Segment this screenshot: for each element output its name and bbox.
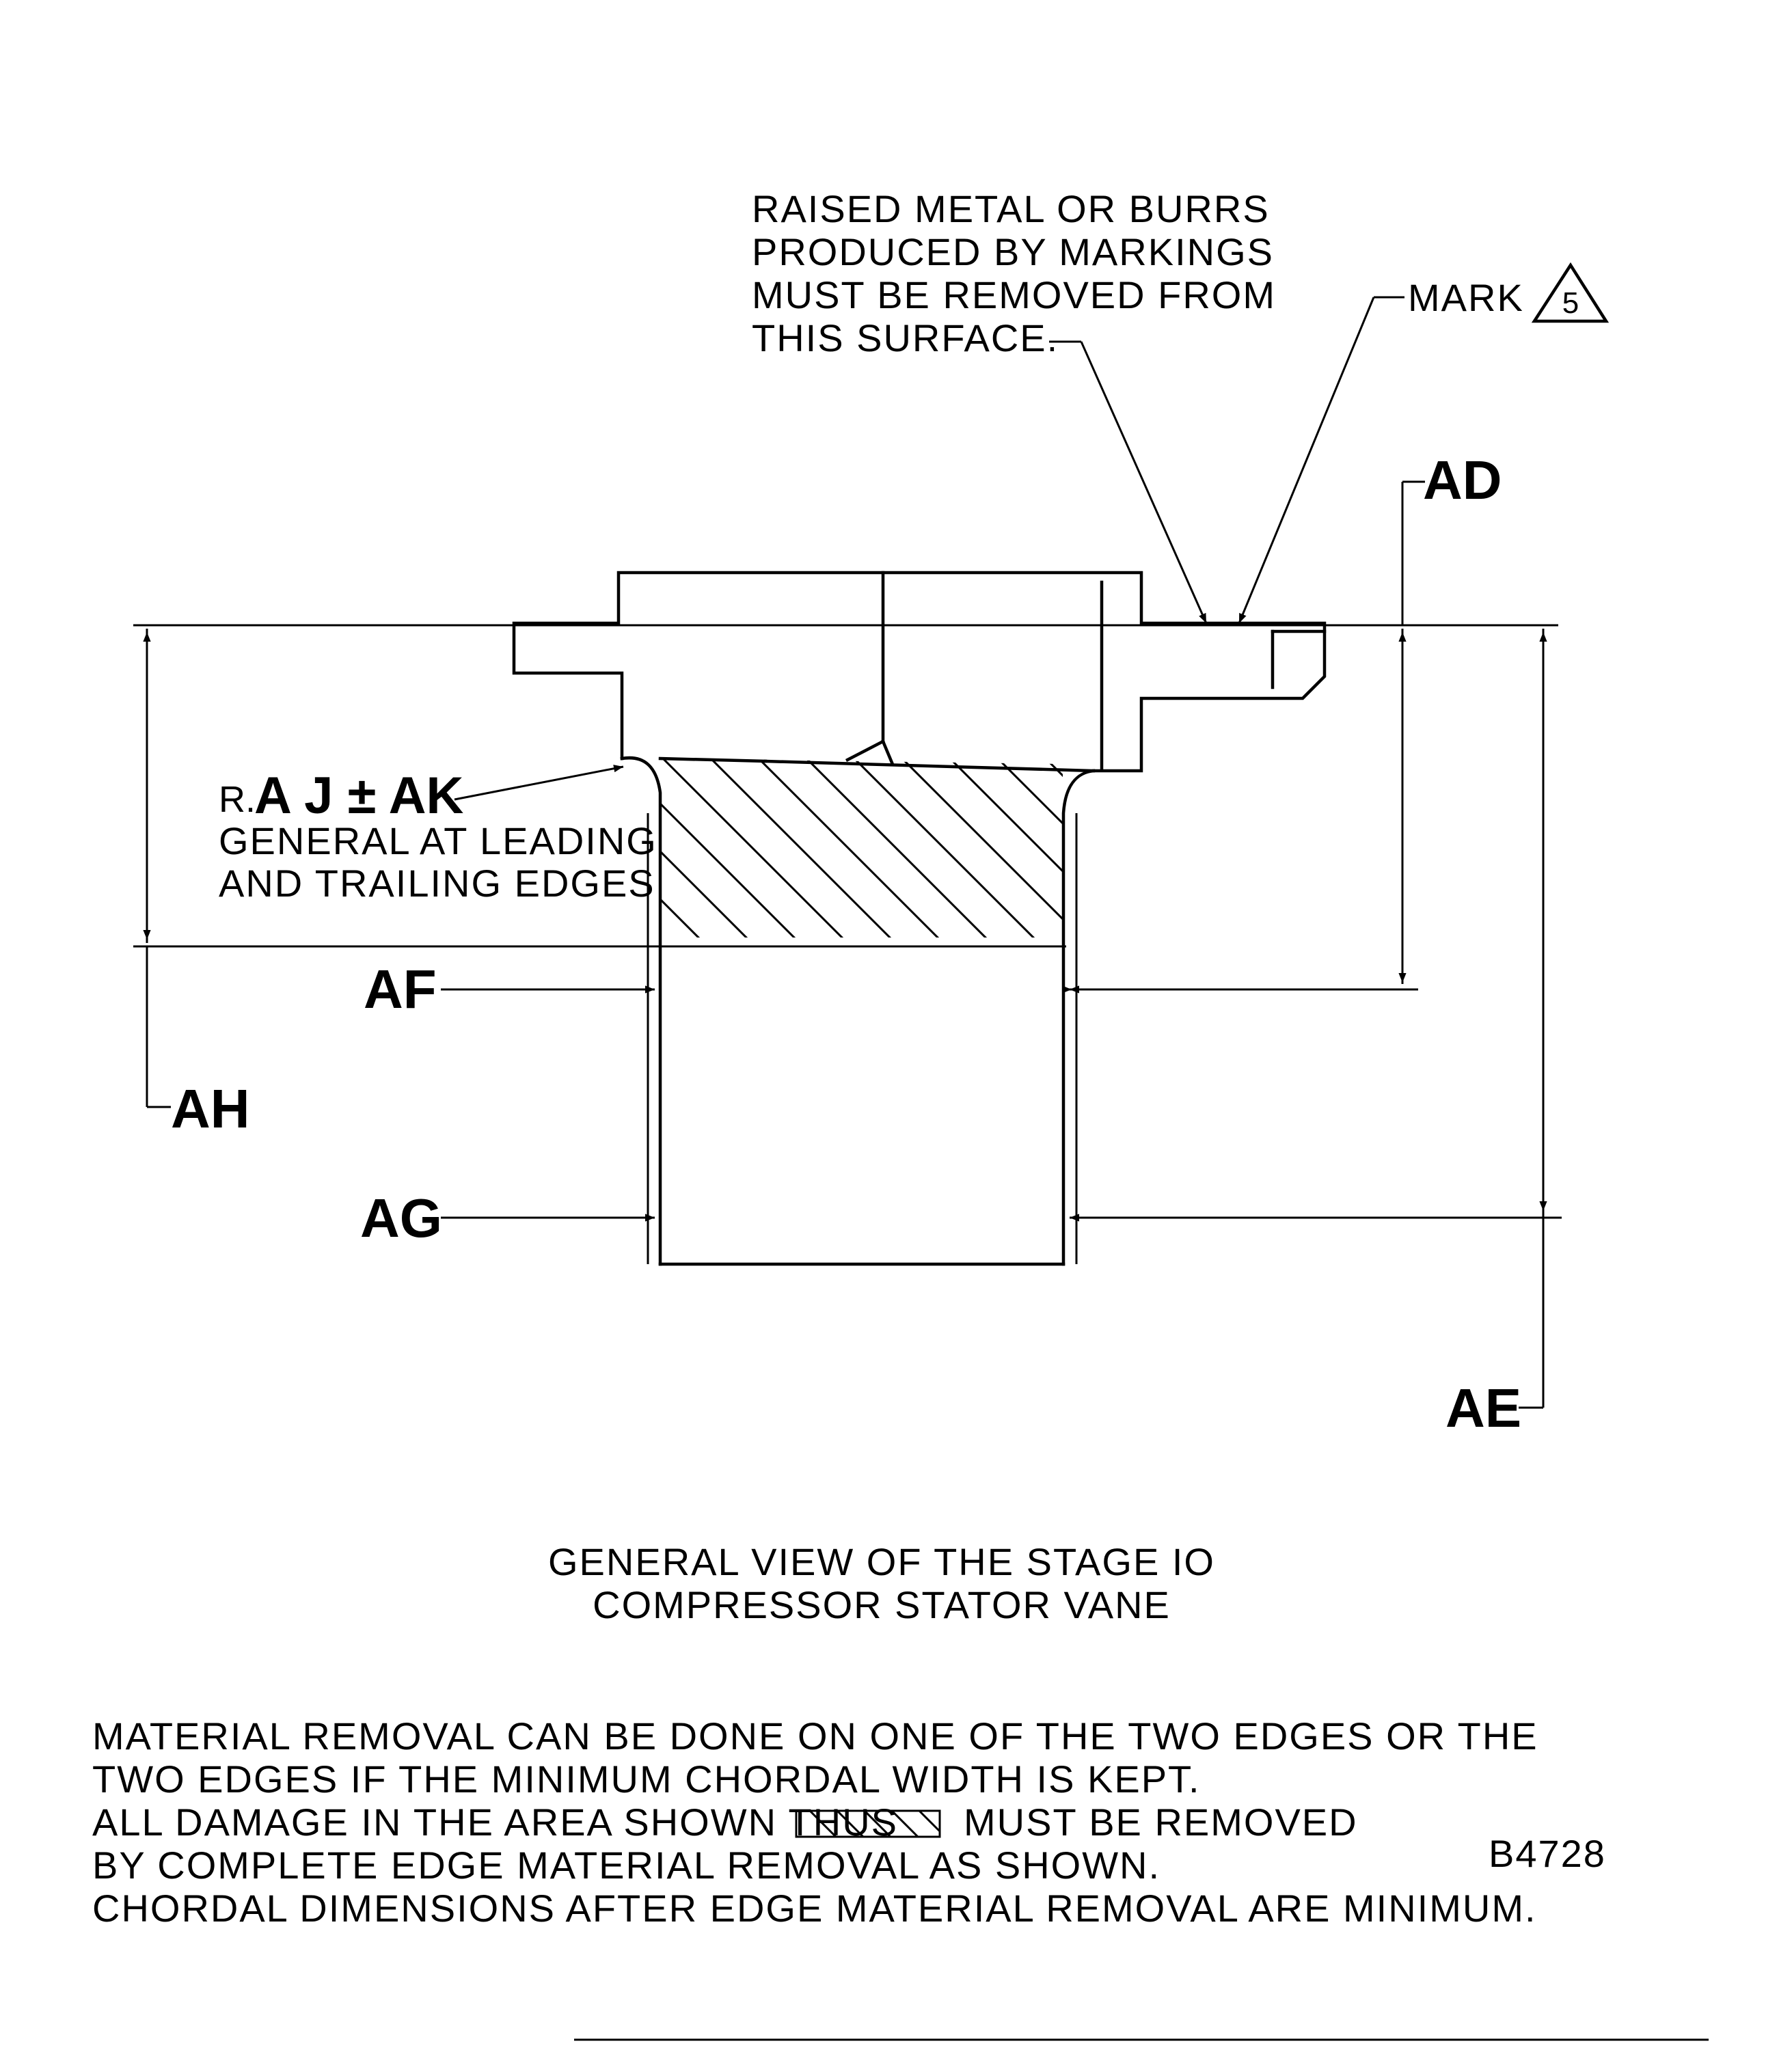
vane-platform	[512, 571, 1327, 773]
radius-prefix: R.	[219, 779, 256, 820]
raised-metal-note-line-1: RAISED METAL OR BURRS	[752, 187, 1270, 230]
radius-value: A J ± AK	[254, 767, 463, 825]
footer-note-line-4: BY COMPLETE EDGE MATERIAL REMOVAL AS SHO…	[92, 1844, 1160, 1887]
figure-caption: GENERAL VIEW OF THE STAGE IO COMPRESSOR …	[548, 1540, 1215, 1626]
revision-triangle-icon	[1531, 262, 1610, 323]
hatch-legend-icon	[795, 1809, 941, 1838]
raised-metal-note: RAISED METAL OR BURRS PRODUCED BY MARKIN…	[752, 187, 1276, 359]
chord-leaders	[441, 813, 1079, 1264]
caption-line-1: GENERAL VIEW OF THE STAGE IO	[548, 1540, 1215, 1583]
hatched-damage-area	[660, 758, 1063, 938]
label-ah: AH	[171, 1078, 250, 1139]
mark-label: MARK	[1408, 276, 1524, 319]
footer-note-line-2: TWO EDGES IF THE MINIMUM CHORDAL WIDTH I…	[92, 1758, 1201, 1801]
raised-metal-note-line-4: THIS SURFACE.	[752, 316, 1059, 359]
raised-metal-note-line-3: MUST BE REMOVED FROM	[752, 273, 1276, 316]
figure-id: B4728	[1489, 1832, 1606, 1875]
radius-note-line-2: AND TRAILING EDGES	[219, 862, 655, 905]
vane-airfoil	[620, 756, 1096, 1266]
note-leaders	[454, 296, 1404, 801]
footer-notes: MATERIAL REMOVAL CAN BE DONE ON ONE OF T…	[92, 1714, 1538, 1930]
label-ag: AG	[360, 1188, 442, 1248]
label-ad: AD	[1423, 450, 1502, 510]
footer-note-line-1: MATERIAL REMOVAL CAN BE DONE ON ONE OF T…	[92, 1714, 1538, 1758]
radius-note-line-1: GENERAL AT LEADING	[219, 819, 657, 862]
label-ae: AE	[1445, 1378, 1521, 1438]
ad-dimension	[1076, 480, 1425, 991]
radius-note: R. A J ± AK GENERAL AT LEADING AND TRAIL…	[219, 767, 657, 905]
label-af: AF	[364, 959, 437, 1020]
footer-note-line-3a: ALL DAMAGE IN THE AREA SHOWN THUS	[92, 1801, 898, 1844]
mark-note: MARK 5	[1408, 262, 1610, 323]
footer-note-line-3b: MUST BE REMOVED	[964, 1801, 1358, 1844]
raised-metal-note-line-2: PRODUCED BY MARKINGS	[752, 230, 1274, 273]
ae-dimension	[1076, 629, 1562, 1409]
footer-note-line-5: CHORDAL DIMENSIONS AFTER EDGE MATERIAL R…	[92, 1887, 1537, 1930]
mark-symbol: 5	[1562, 286, 1579, 320]
caption-line-2: COMPRESSOR STATOR VANE	[593, 1583, 1171, 1626]
ah-dimension	[133, 624, 1558, 1108]
